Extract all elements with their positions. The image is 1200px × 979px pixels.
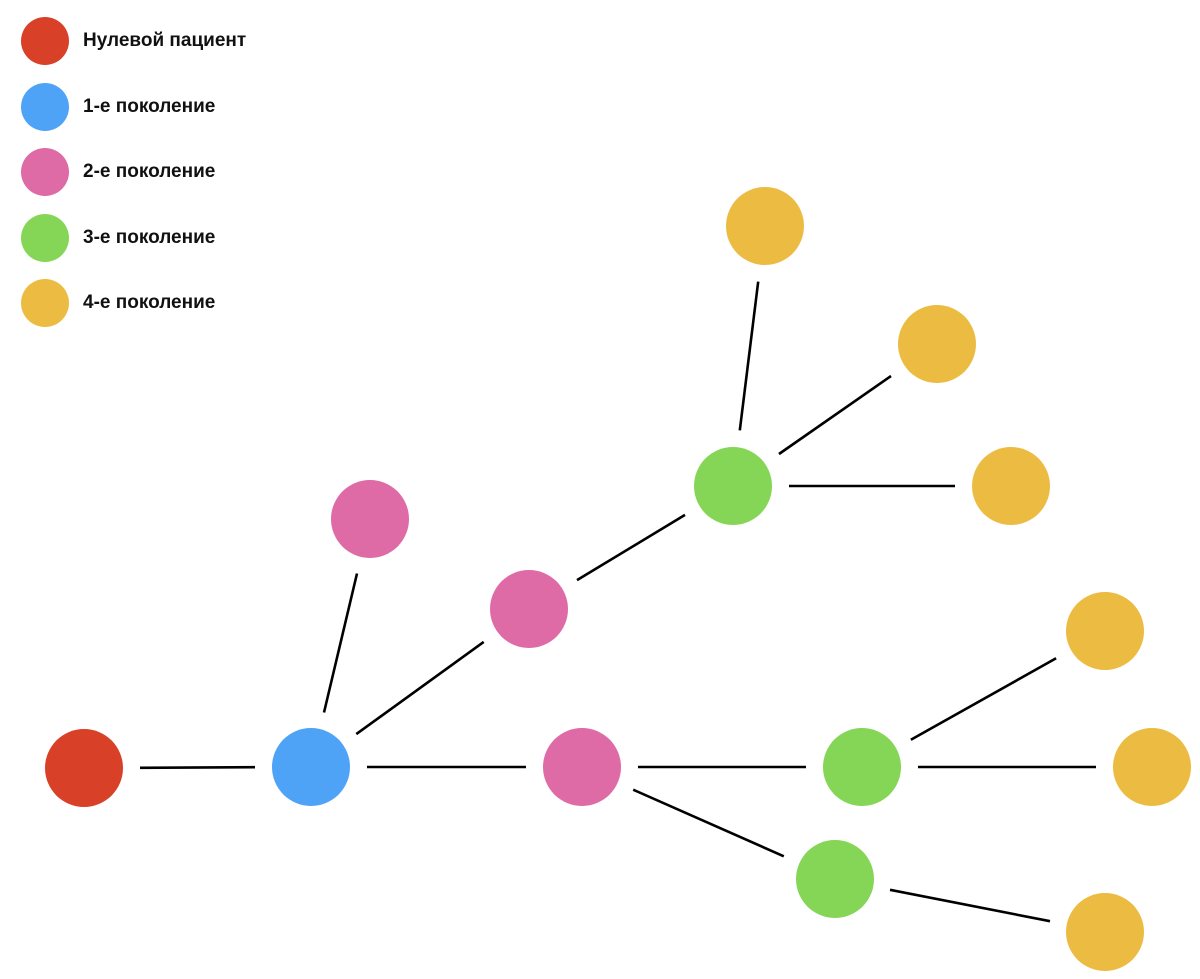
legend-swatch-blue: [21, 82, 69, 131]
edge-gen3-upper-to-gen4-a: [738, 281, 760, 431]
legend-item-generation-3: 3-е поколение: [21, 213, 246, 262]
node-gen3-upper: [694, 447, 772, 525]
node-gen4-f: [1066, 893, 1144, 971]
edge-gen3-middle-to-gen4-d: [910, 657, 1057, 741]
legend-item-patient-zero: Нулевой пациент: [21, 17, 246, 65]
legend-label: 3-е поколение: [83, 226, 216, 248]
node-gen1: [272, 728, 350, 806]
legend: Нулевой пациент 1-е поколение 2-е поколе…: [21, 17, 246, 345]
edge-gen1-to-gen2-middle: [355, 640, 485, 736]
node-gen4-c: [972, 447, 1050, 525]
edge-gen3-upper-to-gen4-b: [778, 374, 892, 456]
edge-gen2-middle-to-gen3-upper: [576, 513, 686, 582]
node-gen3-lower: [796, 840, 874, 918]
edge-patient-zero-to-gen1: [139, 765, 256, 770]
legend-swatch-yellow: [21, 279, 69, 327]
legend-item-generation-4: 4-е поколение: [21, 279, 246, 327]
node-gen3-middle: [823, 728, 901, 806]
legend-item-generation-1: 1-е поколение: [21, 82, 246, 131]
legend-label: Нулевой пациент: [83, 30, 247, 51]
node-gen4-b: [898, 305, 976, 383]
legend-item-generation-2: 2-е поколение: [21, 148, 246, 196]
nodes-layer: [45, 187, 1191, 971]
edge-gen2-bottom-to-gen3-lower: [632, 788, 785, 858]
edge-gen3-lower-to-gen4-f: [889, 888, 1051, 923]
node-gen2-top: [331, 480, 409, 558]
edge-gen1-to-gen2-top: [322, 573, 359, 713]
legend-label: 4-е поколение: [83, 292, 216, 313]
node-gen2-bottom: [543, 728, 621, 806]
legend-label: 2-е поколение: [83, 161, 216, 182]
legend-label: 1-е поколение: [83, 95, 216, 117]
node-gen4-a: [726, 187, 804, 265]
node-gen2-middle: [490, 570, 568, 648]
node-patient-zero: [45, 729, 123, 807]
edges-layer: [139, 281, 1096, 923]
node-gen4-d: [1066, 592, 1144, 670]
legend-swatch-pink: [21, 148, 69, 196]
legend-swatch-red: [21, 17, 69, 65]
node-gen4-e: [1113, 728, 1191, 806]
legend-swatch-green: [21, 213, 69, 262]
